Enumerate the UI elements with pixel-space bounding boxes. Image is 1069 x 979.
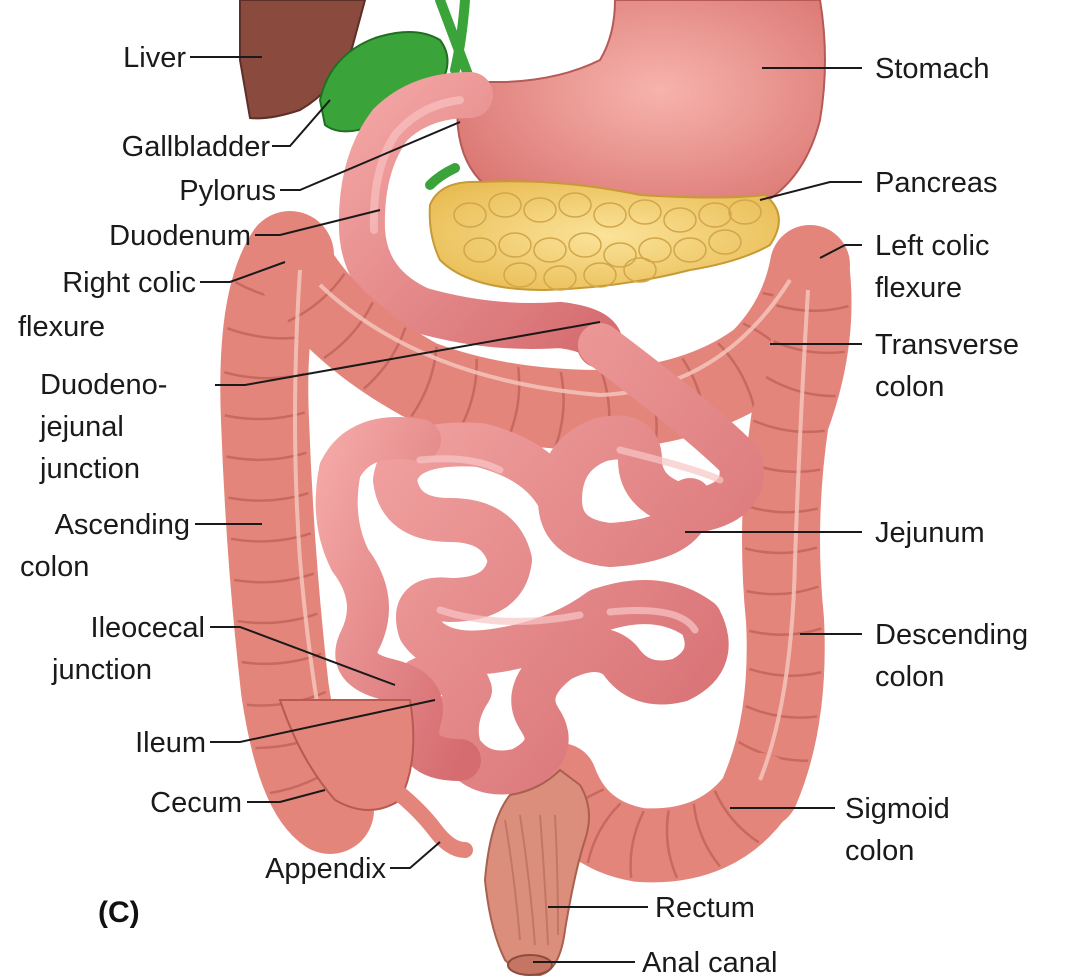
- label-appendix: Appendix: [265, 853, 386, 885]
- label-rectum: Rectum: [655, 892, 755, 924]
- label-right-colic-flexure-2: flexure: [18, 311, 105, 343]
- label-duodenojejunal-3: junction: [39, 453, 140, 485]
- label-ileocecal-1: Ileocecal: [91, 612, 205, 644]
- label-ascending-colon-2: colon: [20, 551, 89, 583]
- label-right-colic-flexure-line2: flexure: [18, 311, 105, 343]
- label-cecum: Cecum: [150, 787, 242, 819]
- appendix: [395, 790, 465, 850]
- pancreas: [430, 181, 779, 290]
- label-ileocecal-2: junction: [51, 654, 152, 686]
- label-left-colic-flexure-2: flexure: [875, 272, 962, 304]
- label-ascending-colon-1: Ascending: [55, 509, 190, 541]
- anal-canal: [508, 955, 552, 975]
- label-duodenojejunal-2: jejunal: [39, 411, 124, 443]
- label-liver: Liver: [123, 42, 186, 74]
- label-pylorus: Pylorus: [179, 175, 276, 207]
- anatomy: [224, 0, 848, 975]
- label-pancreas: Pancreas: [875, 167, 998, 199]
- label-ileum: Ileum: [135, 727, 206, 759]
- label-right-colic-flexure-line1: Right colic: [62, 267, 196, 299]
- rectum: [485, 770, 589, 975]
- label-stomach: Stomach: [875, 53, 989, 85]
- label-descending-colon-2: colon: [875, 661, 944, 693]
- label-duodenojejunal-1: Duodeno-: [40, 369, 167, 401]
- label-sigmoid-colon-2: colon: [845, 835, 914, 867]
- sigmoid-colon: [560, 780, 760, 845]
- label-anal-canal: Anal canal: [642, 947, 777, 979]
- label-transverse-colon-2: colon: [875, 371, 944, 403]
- label-gallbladder: Gallbladder: [122, 131, 271, 163]
- label-transverse-colon-1: Transverse: [875, 329, 1019, 361]
- label-descending-colon-1: Descending: [875, 619, 1028, 651]
- label-left-colic-flexure-1: Left colic: [875, 230, 989, 262]
- label-duodenum: Duodenum: [109, 220, 251, 252]
- label-right-colic-flexure: Right colic: [62, 267, 196, 299]
- label-jejunum: Jejunum: [875, 517, 985, 549]
- label-sigmoid-colon-1: Sigmoid: [845, 793, 950, 825]
- panel-label: (C): [98, 896, 140, 929]
